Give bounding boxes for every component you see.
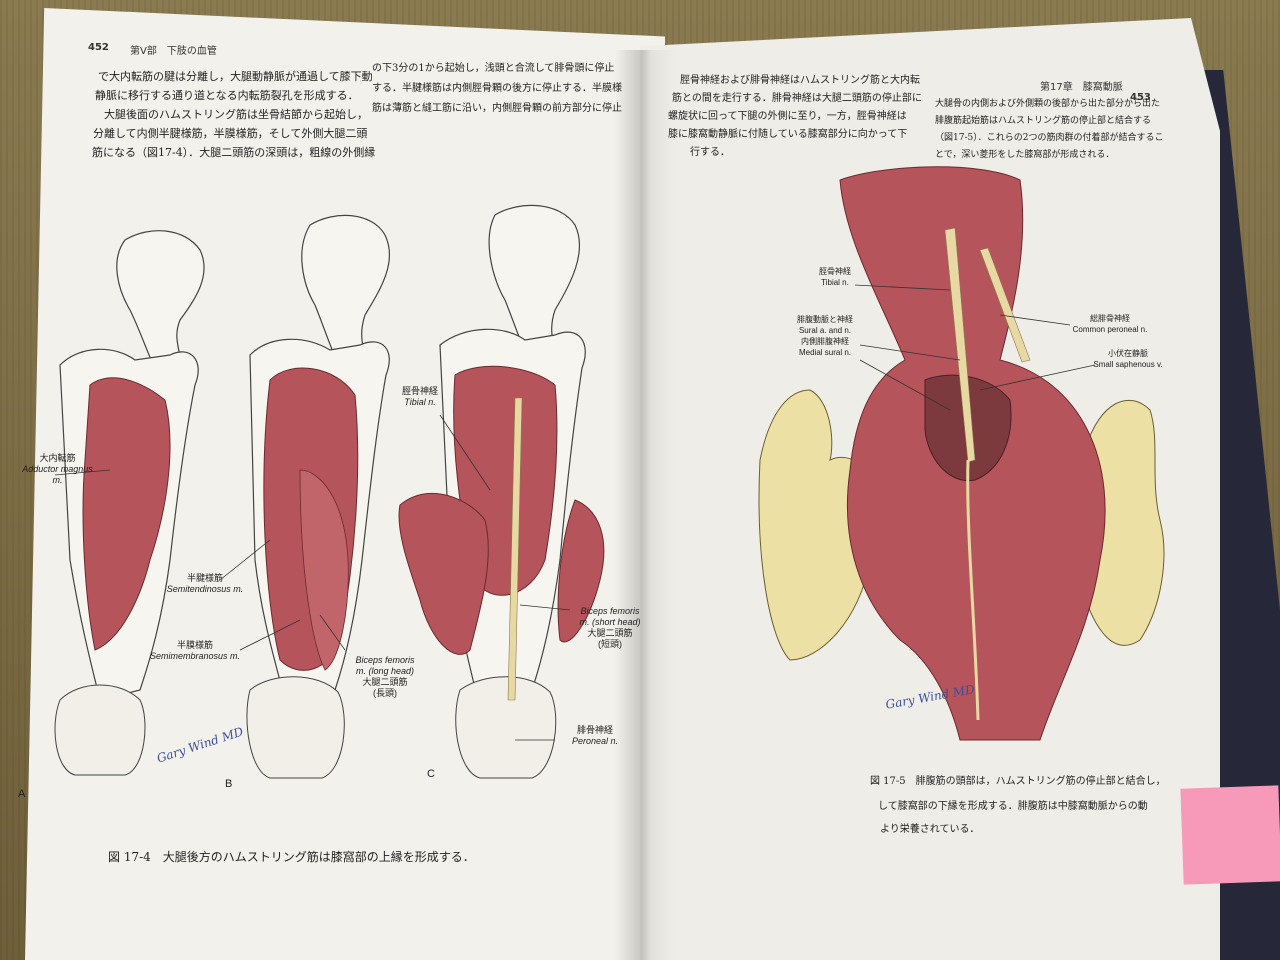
semitendinosus-label: 半腱様筋 Semitendinosus m. [166, 573, 244, 594]
right-body-line: 腓腹筋起始筋はハムストリング筋の停止部と結合する [935, 116, 1152, 126]
right-page-number: 453 [1130, 92, 1151, 103]
right-body-line: とで，深い菱形をした膝窩部が形成される． [935, 150, 1115, 160]
biceps-short-label: Biceps femoris m. (short head) 大腿二頭筋 (短頭… [579, 606, 641, 649]
right-body-line: 脛骨神経および腓骨神経はハムストリング筋と大内転 [680, 75, 920, 86]
right-body-line: 大腿骨の内側および外側顆の後部から出た部分から出た [935, 99, 1161, 109]
adductor-magnus-muscle [82, 377, 171, 651]
left-body-line: 筋になる（図17-4）．大腿二頭筋の深頭は，粗線の外側縁 [92, 146, 376, 159]
medial-sural-nerve [966, 459, 980, 721]
figure-17-4-caption: 図 17-4 大腿後方のハムストリング筋は膝窩部の上縁を形成する． [108, 850, 475, 864]
common-peroneal-nerve [979, 247, 1031, 363]
common-peroneal-label: 総腓骨神経 Common peroneal n. [1072, 314, 1148, 334]
left-body-line: 筋は薄筋と縫工筋に沿い，内側脛骨顆の前方部分に停止 [372, 103, 622, 114]
panel-letter-b: B [225, 778, 233, 790]
adductor-magnus-label: 大内転筋 Adductor magnus m. [22, 453, 93, 485]
popliteal-illustration [758, 166, 1165, 741]
left-body-line: で大内転筋の腱は分離し，大腿動静脈が通過して膝下動 [98, 70, 373, 83]
right-body-line: 行する． [690, 147, 730, 158]
left-page-number: 452 [88, 42, 109, 53]
right-running-head: 第17章 膝窩動脈 [1040, 82, 1123, 93]
figure-17-5-caption-line: して膝窩部の下縁を形成する．腓腹筋は中膝窩動脈からの動 [878, 801, 1148, 812]
left-running-head: 第V部 下肢の血管 [130, 46, 217, 57]
reflected-biceps [557, 499, 605, 643]
sural-label: 腓腹動脈と神経 Sural a. and n. 内側腓腹神経 Medial su… [797, 315, 853, 357]
biceps-femoris-long-muscle [299, 469, 349, 671]
figure-17-5-caption-line: より栄養されている． [880, 824, 980, 835]
right-body-line: 螺旋状に回って下腿の外側に至り，一方，脛骨神経は [668, 111, 907, 122]
right-gloved-hand [1079, 400, 1165, 646]
right-body-line: （図17-5）．これらの2つの筋肉群の付着部が結合するこ [935, 133, 1164, 143]
panel-letter-a: A [18, 788, 26, 800]
left-body-line: 分離して内側半腱様筋，半膜様筋，そして外側大腿二頭 [93, 127, 368, 140]
panel-letter-c: C [427, 768, 435, 780]
right-body-line: 膝に膝窩動静脈に付随している膝窩部分に向かって下 [668, 129, 908, 140]
reflected-semitendinosus [398, 492, 489, 655]
left-body-line: する．半腱様筋は内側脛骨顆の後方に停止する．半膜様 [372, 83, 622, 94]
peroneal-n-label: 腓骨神経 Peroneal n. [571, 725, 619, 746]
tibial-n-label-left: 脛骨神経 Tibial n. [401, 386, 438, 407]
figure-17-5-caption-line: 図 17-5 腓腹筋の頭部は，ハムストリング筋の停止部と結合し， [870, 776, 1166, 787]
left-body-line: の下3分の1から起始し，浅頭と合流して腓骨頭に停止 [372, 63, 615, 74]
book-gutter [615, 50, 675, 960]
semimembranosus-label: 半膜様筋 Semimembranosus m. [149, 640, 241, 661]
tibial-nerve [944, 227, 976, 463]
small-saphenous-label: 小伏在静脈 Small saphenous v. [1093, 349, 1163, 369]
biceps-long-label: Biceps femoris m. (long head) 大腿二頭筋 (長頭) [355, 655, 415, 698]
sciatic-nerve [507, 397, 523, 701]
right-body-line: 筋との間を走行する．腓骨神経は大腿二頭筋の停止部に [672, 93, 922, 104]
tibial-n-label-right: 脛骨神経 Tibial n. [819, 267, 851, 287]
pink-sticky-note [1180, 785, 1280, 885]
left-body-line: 静脈に移行する通り道となる内転筋裂孔を形成する． [95, 89, 359, 102]
left-body-line: 大腿後面のハムストリング筋は坐骨結節から起始し， [104, 108, 368, 121]
